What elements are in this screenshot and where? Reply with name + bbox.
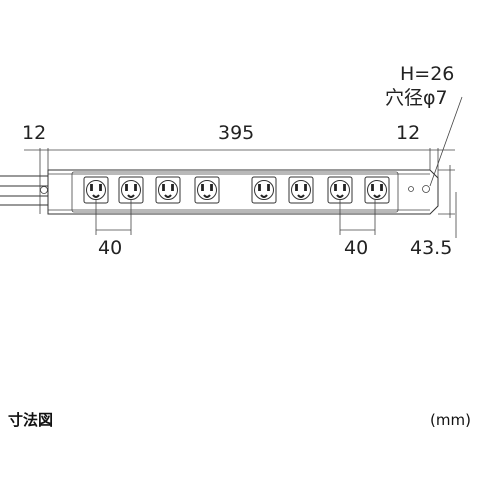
pitch-right-label: 40 xyxy=(344,237,368,259)
pitch-dimension-left xyxy=(95,200,132,235)
unit-label: (mm) xyxy=(430,411,471,429)
outlet xyxy=(83,176,109,204)
pitch-dimension-right xyxy=(339,200,376,235)
outlet xyxy=(327,176,353,204)
depth-dimension xyxy=(438,165,457,238)
pitch-left-label: 40 xyxy=(98,237,122,259)
hole-diameter-label: 穴径φ7 xyxy=(385,87,448,109)
mounting-hole-right xyxy=(422,185,430,193)
hole-leader-line xyxy=(429,96,463,187)
outlet xyxy=(118,176,144,204)
outlet xyxy=(251,176,277,204)
right-margin-label: 12 xyxy=(396,122,420,144)
left-margin-label: 12 xyxy=(22,122,46,144)
outlet xyxy=(364,176,390,204)
figure-title: 寸法図 xyxy=(8,411,53,429)
height-label: H=26 xyxy=(400,63,454,85)
power-strip-body xyxy=(40,169,439,215)
outlet xyxy=(194,176,220,204)
depth-label: 43.5 xyxy=(410,237,452,259)
outlet xyxy=(155,176,181,204)
outlets xyxy=(83,176,390,204)
total-length-label: 395 xyxy=(218,122,254,144)
outlet xyxy=(288,176,314,204)
mounting-hole-left xyxy=(40,186,48,194)
indicator-lamp xyxy=(408,186,414,192)
